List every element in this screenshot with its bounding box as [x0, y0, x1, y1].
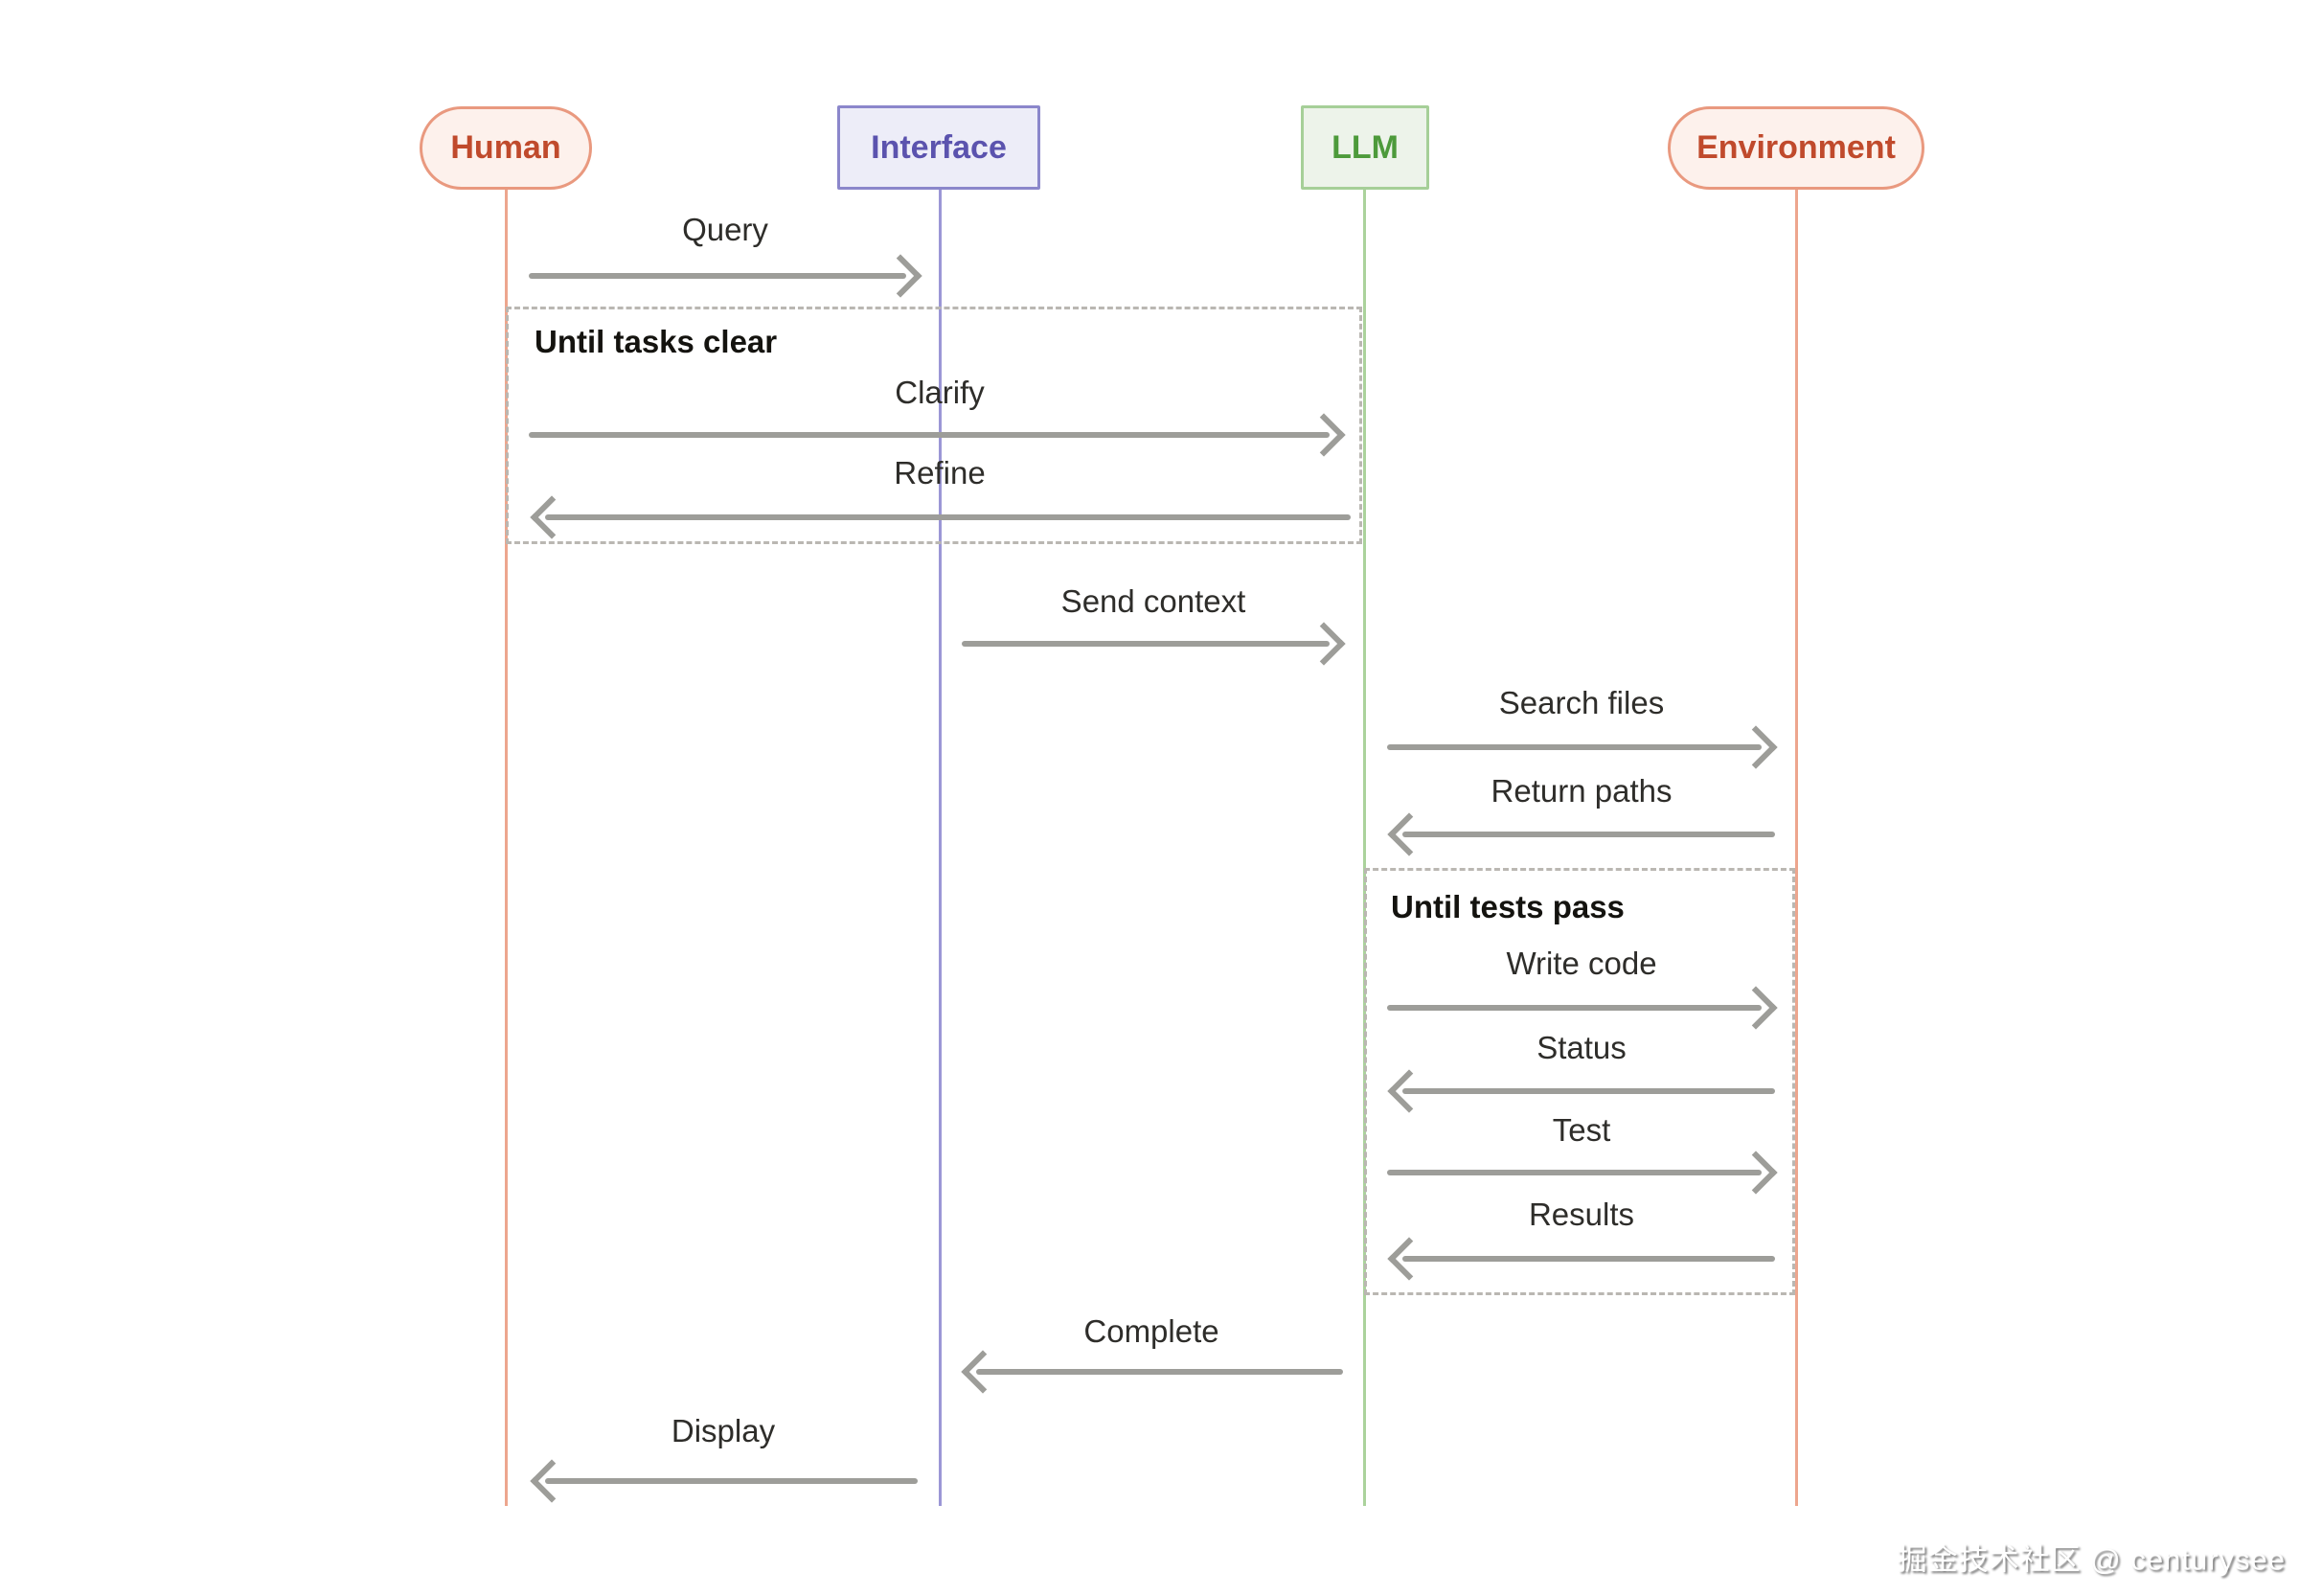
- arrowhead-right-icon: [1302, 622, 1346, 666]
- message-return-paths-label: Return paths: [1491, 773, 1673, 809]
- arrowhead-right-icon: [878, 254, 922, 298]
- arrowhead-left-icon: [530, 1459, 574, 1503]
- actor-environment-label: Environment: [1696, 129, 1896, 166]
- message-display-label: Display: [671, 1413, 776, 1448]
- message-send-context-line: [962, 641, 1330, 647]
- message-test-label: Test: [1552, 1112, 1611, 1148]
- actor-llm: LLM: [1301, 105, 1429, 190]
- message-return-paths-line: [1402, 832, 1775, 837]
- loop-until-tests-pass: [1364, 868, 1795, 1295]
- lifeline-interface: [939, 190, 942, 1506]
- loop-until-tasks-clear: [506, 307, 1362, 544]
- actor-human: Human: [420, 106, 592, 190]
- actor-llm-label: LLM: [1332, 128, 1399, 166]
- loop-until-tasks-clear-title: Until tasks clear: [535, 324, 778, 359]
- arrowhead-right-icon: [1734, 725, 1778, 769]
- message-status-label: Status: [1536, 1030, 1627, 1065]
- actor-human-label: Human: [450, 129, 561, 166]
- actor-interface-label: Interface: [871, 128, 1007, 166]
- message-search-files-line: [1387, 744, 1762, 750]
- message-test-line: [1387, 1170, 1762, 1175]
- message-query-label: Query: [682, 212, 768, 247]
- arrowhead-left-icon: [1387, 812, 1431, 856]
- loop-until-tests-pass-title: Until tests pass: [1391, 889, 1625, 924]
- message-results-label: Results: [1528, 1197, 1635, 1232]
- message-clarify-line: [529, 432, 1330, 438]
- message-clarify-label: Clarify: [895, 375, 985, 410]
- message-refine-line: [545, 514, 1351, 520]
- message-refine-label: Refine: [894, 455, 986, 490]
- message-complete-line: [976, 1369, 1343, 1375]
- message-results-line: [1402, 1256, 1775, 1262]
- message-send-context-label: Send context: [1060, 583, 1246, 619]
- message-search-files-label: Search files: [1498, 685, 1665, 720]
- message-write-code-label: Write code: [1506, 946, 1657, 981]
- lifeline-human: [505, 190, 508, 1506]
- message-query-line: [529, 273, 906, 279]
- lifeline-llm: [1363, 190, 1366, 1506]
- watermark: 掘金技术社区 @ centurysee: [1897, 1542, 2286, 1577]
- actor-interface: Interface: [837, 105, 1040, 190]
- message-complete-label: Complete: [1083, 1313, 1219, 1349]
- arrowhead-left-icon: [961, 1350, 1005, 1394]
- lifeline-environment: [1795, 190, 1798, 1506]
- actor-environment: Environment: [1668, 106, 1924, 190]
- message-status-line: [1402, 1088, 1775, 1094]
- message-display-line: [545, 1478, 918, 1484]
- message-write-code-line: [1387, 1005, 1762, 1011]
